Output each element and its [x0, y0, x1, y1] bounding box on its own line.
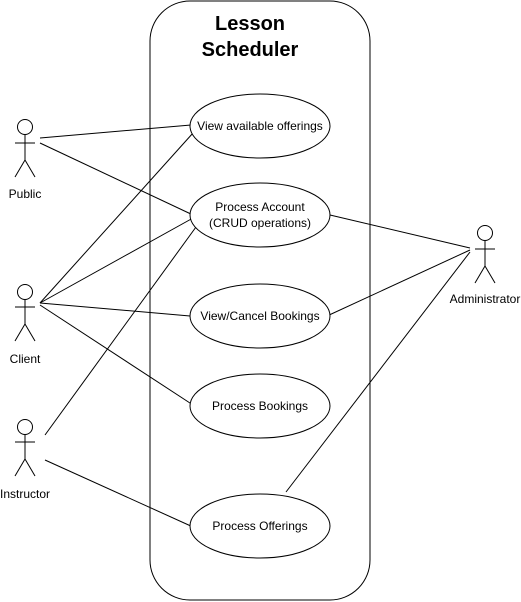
use-case-label: View available offerings: [197, 119, 323, 133]
associations: [39, 124, 471, 528]
use-case-label-line1: Process Account: [215, 200, 305, 214]
assoc-admin-process-offerings: [285, 251, 471, 493]
use-case-process-offerings[interactable]: Process Offerings: [189, 493, 331, 559]
system-title-line1: Lesson: [215, 13, 285, 35]
use-case-ellipse: [189, 493, 331, 559]
assoc-client-process-bookings: [39, 304, 194, 406]
assoc-public-view-offerings: [39, 124, 192, 139]
use-case-view-offerings[interactable]: View available offerings: [189, 93, 331, 159]
system-title-line2: Scheduler: [202, 39, 299, 61]
stick-figure-icon: [14, 419, 36, 477]
assoc-client-view-cancel-bookings: [39, 302, 191, 317]
use-case-ellipse: [189, 283, 331, 349]
use-case-process-bookings[interactable]: Process Bookings: [189, 373, 331, 439]
assoc-admin-process-account: [329, 214, 471, 249]
actor-label: Client: [10, 352, 41, 366]
actor-instructor[interactable]: Instructor: [0, 419, 50, 502]
use-case-view-cancel-bookings[interactable]: View/Cancel Bookings: [189, 283, 331, 349]
stick-figure-icon: [14, 284, 36, 342]
use-case-ellipse: [189, 93, 331, 159]
assoc-public-process-account: [39, 142, 194, 216]
use-case-ellipse: [189, 373, 331, 439]
actor-administrator[interactable]: Administrator: [450, 225, 521, 307]
actor-label: Public: [9, 187, 42, 201]
assoc-client-view-offerings: [39, 132, 194, 304]
assoc-instructor-process-account: [44, 226, 197, 436]
use-case-label: Process Offerings: [212, 519, 307, 533]
actor-label: Administrator: [450, 292, 521, 306]
actor-label: Instructor: [0, 487, 50, 501]
use-case-label: View/Cancel Bookings: [200, 309, 319, 323]
assoc-client-process-account: [39, 217, 194, 304]
assoc-admin-view-cancel-bookings: [326, 249, 471, 317]
assoc-instructor-process-offerings: [44, 459, 194, 528]
stick-figure-icon: [474, 225, 496, 284]
actor-public[interactable]: Public: [9, 119, 42, 202]
use-case-process-account[interactable]: Process Account (CRUD operations): [189, 182, 331, 248]
use-case-ellipse: [189, 182, 331, 248]
actor-client[interactable]: Client: [10, 284, 41, 367]
use-case-label-line2: (CRUD operations): [209, 216, 311, 230]
stick-figure-icon: [14, 119, 36, 178]
system-boundary: [149, 0, 371, 601]
use-case-label: Process Bookings: [212, 399, 308, 413]
